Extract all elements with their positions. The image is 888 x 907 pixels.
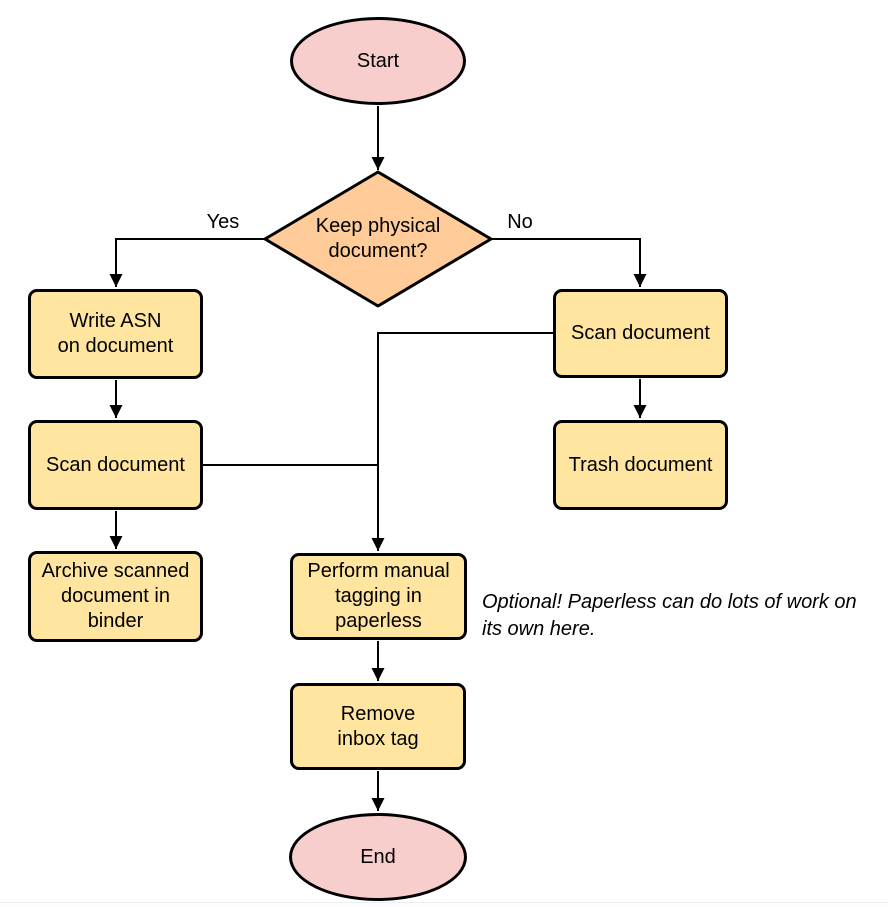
decision-node-label-box: Keep physical document? bbox=[288, 211, 468, 267]
end-node: End bbox=[289, 813, 467, 901]
optional-note: Optional! Paperless can do lots of work … bbox=[482, 591, 857, 640]
no-edge-label: No bbox=[507, 210, 533, 233]
remove-inbox-tag-label: Remove inbox tag bbox=[337, 702, 419, 750]
scan-document-right-label: Scan document bbox=[571, 322, 710, 344]
edge-decision-yes-to-write-asn bbox=[109, 238, 265, 287]
trash-document-label: Trash document bbox=[568, 453, 713, 476]
trash-document-node: Trash document bbox=[553, 420, 728, 510]
yes-edge-label: Yes bbox=[206, 210, 240, 233]
start-node: Start bbox=[290, 17, 466, 105]
scan-document-left-label: Scan document bbox=[46, 453, 185, 476]
page-bottom-edge bbox=[0, 902, 888, 907]
archive-document-label: Archive scanned document in binder bbox=[41, 560, 190, 632]
decision-label: Keep physical document? bbox=[315, 215, 441, 262]
scan-document-left-node: Scan document bbox=[28, 420, 203, 510]
archive-document-node: Archive scanned document in binder bbox=[28, 551, 203, 642]
perform-tagging-label: Perform manual tagging in paperless bbox=[307, 560, 450, 632]
edge-scan-right-to-perform-tagging bbox=[371, 332, 553, 551]
scan-document-right-node: Scan document bbox=[553, 289, 728, 378]
end-label: End bbox=[360, 845, 396, 868]
write-asn-node: Write ASN on document bbox=[28, 289, 203, 379]
decision-node-shape bbox=[263, 170, 493, 308]
start-label: Start bbox=[356, 49, 400, 72]
write-asn-label: Write ASN on document bbox=[57, 310, 174, 357]
remove-inbox-tag-node: Remove inbox tag bbox=[290, 683, 466, 770]
perform-tagging-node: Perform manual tagging in paperless bbox=[290, 553, 467, 640]
edge-decision-no-to-scan-right bbox=[491, 238, 647, 287]
